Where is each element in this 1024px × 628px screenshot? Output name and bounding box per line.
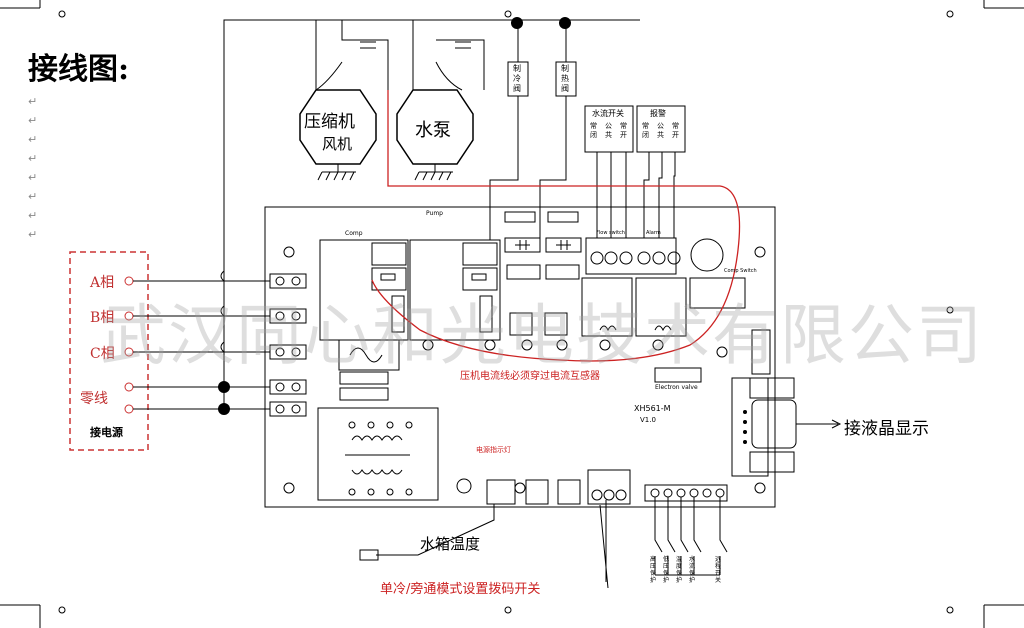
page-border-circles	[58, 10, 954, 614]
power-terminals	[269, 273, 307, 417]
page-title: 接线图:	[28, 52, 130, 87]
board-model: XH561-M	[634, 404, 671, 413]
input-label-3: 温度保护	[676, 556, 683, 584]
dip-switch	[587, 469, 631, 505]
input-label-2: 低压保护	[663, 556, 670, 584]
motor-1-line2: 风机	[322, 135, 353, 153]
valve-2-label: 制热阀	[561, 64, 569, 93]
alarm-switch	[636, 105, 686, 153]
dip-switch-label: 单冷/旁通模式设置拨码开关	[380, 582, 541, 597]
board-label-flow: Flow switch	[596, 230, 625, 236]
board-label-pump: Pump	[426, 210, 443, 217]
switch-terminal-block	[585, 237, 677, 275]
switch-group-2-pin-1: 常闭	[642, 122, 649, 139]
power-source-box	[69, 251, 149, 451]
board-label-alarm: Alarm	[646, 230, 661, 236]
switch-group-1-pin-1: 常闭	[590, 122, 597, 139]
phase-c-label: C相	[90, 346, 115, 362]
switch-group-1-pin-2: 公共	[605, 122, 612, 139]
power-indicator-note: 电源指示灯	[476, 446, 511, 454]
board-mount-holes	[283, 246, 766, 494]
compressor-fan-motor	[299, 89, 377, 165]
input-label-1: 高压保护	[650, 556, 657, 584]
power-caption: 接电源	[90, 426, 123, 439]
phase-b-label: B相	[90, 310, 115, 326]
current-transformer-note: 压机电流线必须穿过电流互感器	[460, 371, 600, 382]
watermark: 武汉同心和光电技术有限公司	[100, 297, 984, 374]
switch-group-1-pin-3: 常开	[620, 122, 627, 139]
switch-group-2-pin-2: 公共	[657, 122, 664, 139]
input-label-5: 远程开关	[715, 556, 722, 584]
switch-group-2-pin-3: 常开	[672, 122, 679, 139]
valve-1-label: 制冷阀	[513, 64, 521, 93]
water-pump-motor	[396, 89, 474, 165]
control-board	[264, 206, 776, 508]
relay-pump	[409, 239, 501, 341]
input-terminal-block	[644, 484, 728, 502]
motor-1-line1: 压缩机	[304, 112, 355, 132]
board-label-comp: Comp	[345, 230, 363, 237]
tank-temp-sensor	[359, 504, 495, 561]
board-label-elec-valve: Electron valve	[655, 384, 698, 391]
cooling-valve	[507, 61, 529, 97]
heating-valve	[555, 61, 577, 97]
input-label-4: 水流保护	[689, 556, 696, 584]
board-label-comp-switch: Comp Switch	[724, 268, 757, 274]
transformer	[317, 407, 439, 501]
paragraph-marks: ↵↵↵↵↵↵↵↵	[28, 95, 38, 241]
board-version: V1.0	[640, 416, 656, 424]
neutral-label: 零线	[80, 391, 108, 407]
input-switches	[654, 497, 728, 576]
switch-group-1-title: 水流开关	[592, 109, 624, 118]
current-sense-wire	[371, 90, 741, 362]
phase-a-label: A相	[90, 275, 115, 291]
switch-group-2-title: 报警	[650, 109, 666, 118]
ground-symbols	[317, 164, 453, 181]
tank-temp-label: 水箱温度	[420, 535, 481, 553]
motor-2-label: 水泵	[415, 120, 451, 141]
water-flow-switch	[584, 105, 634, 153]
lcd-display-label: 接液晶显示	[844, 419, 929, 439]
